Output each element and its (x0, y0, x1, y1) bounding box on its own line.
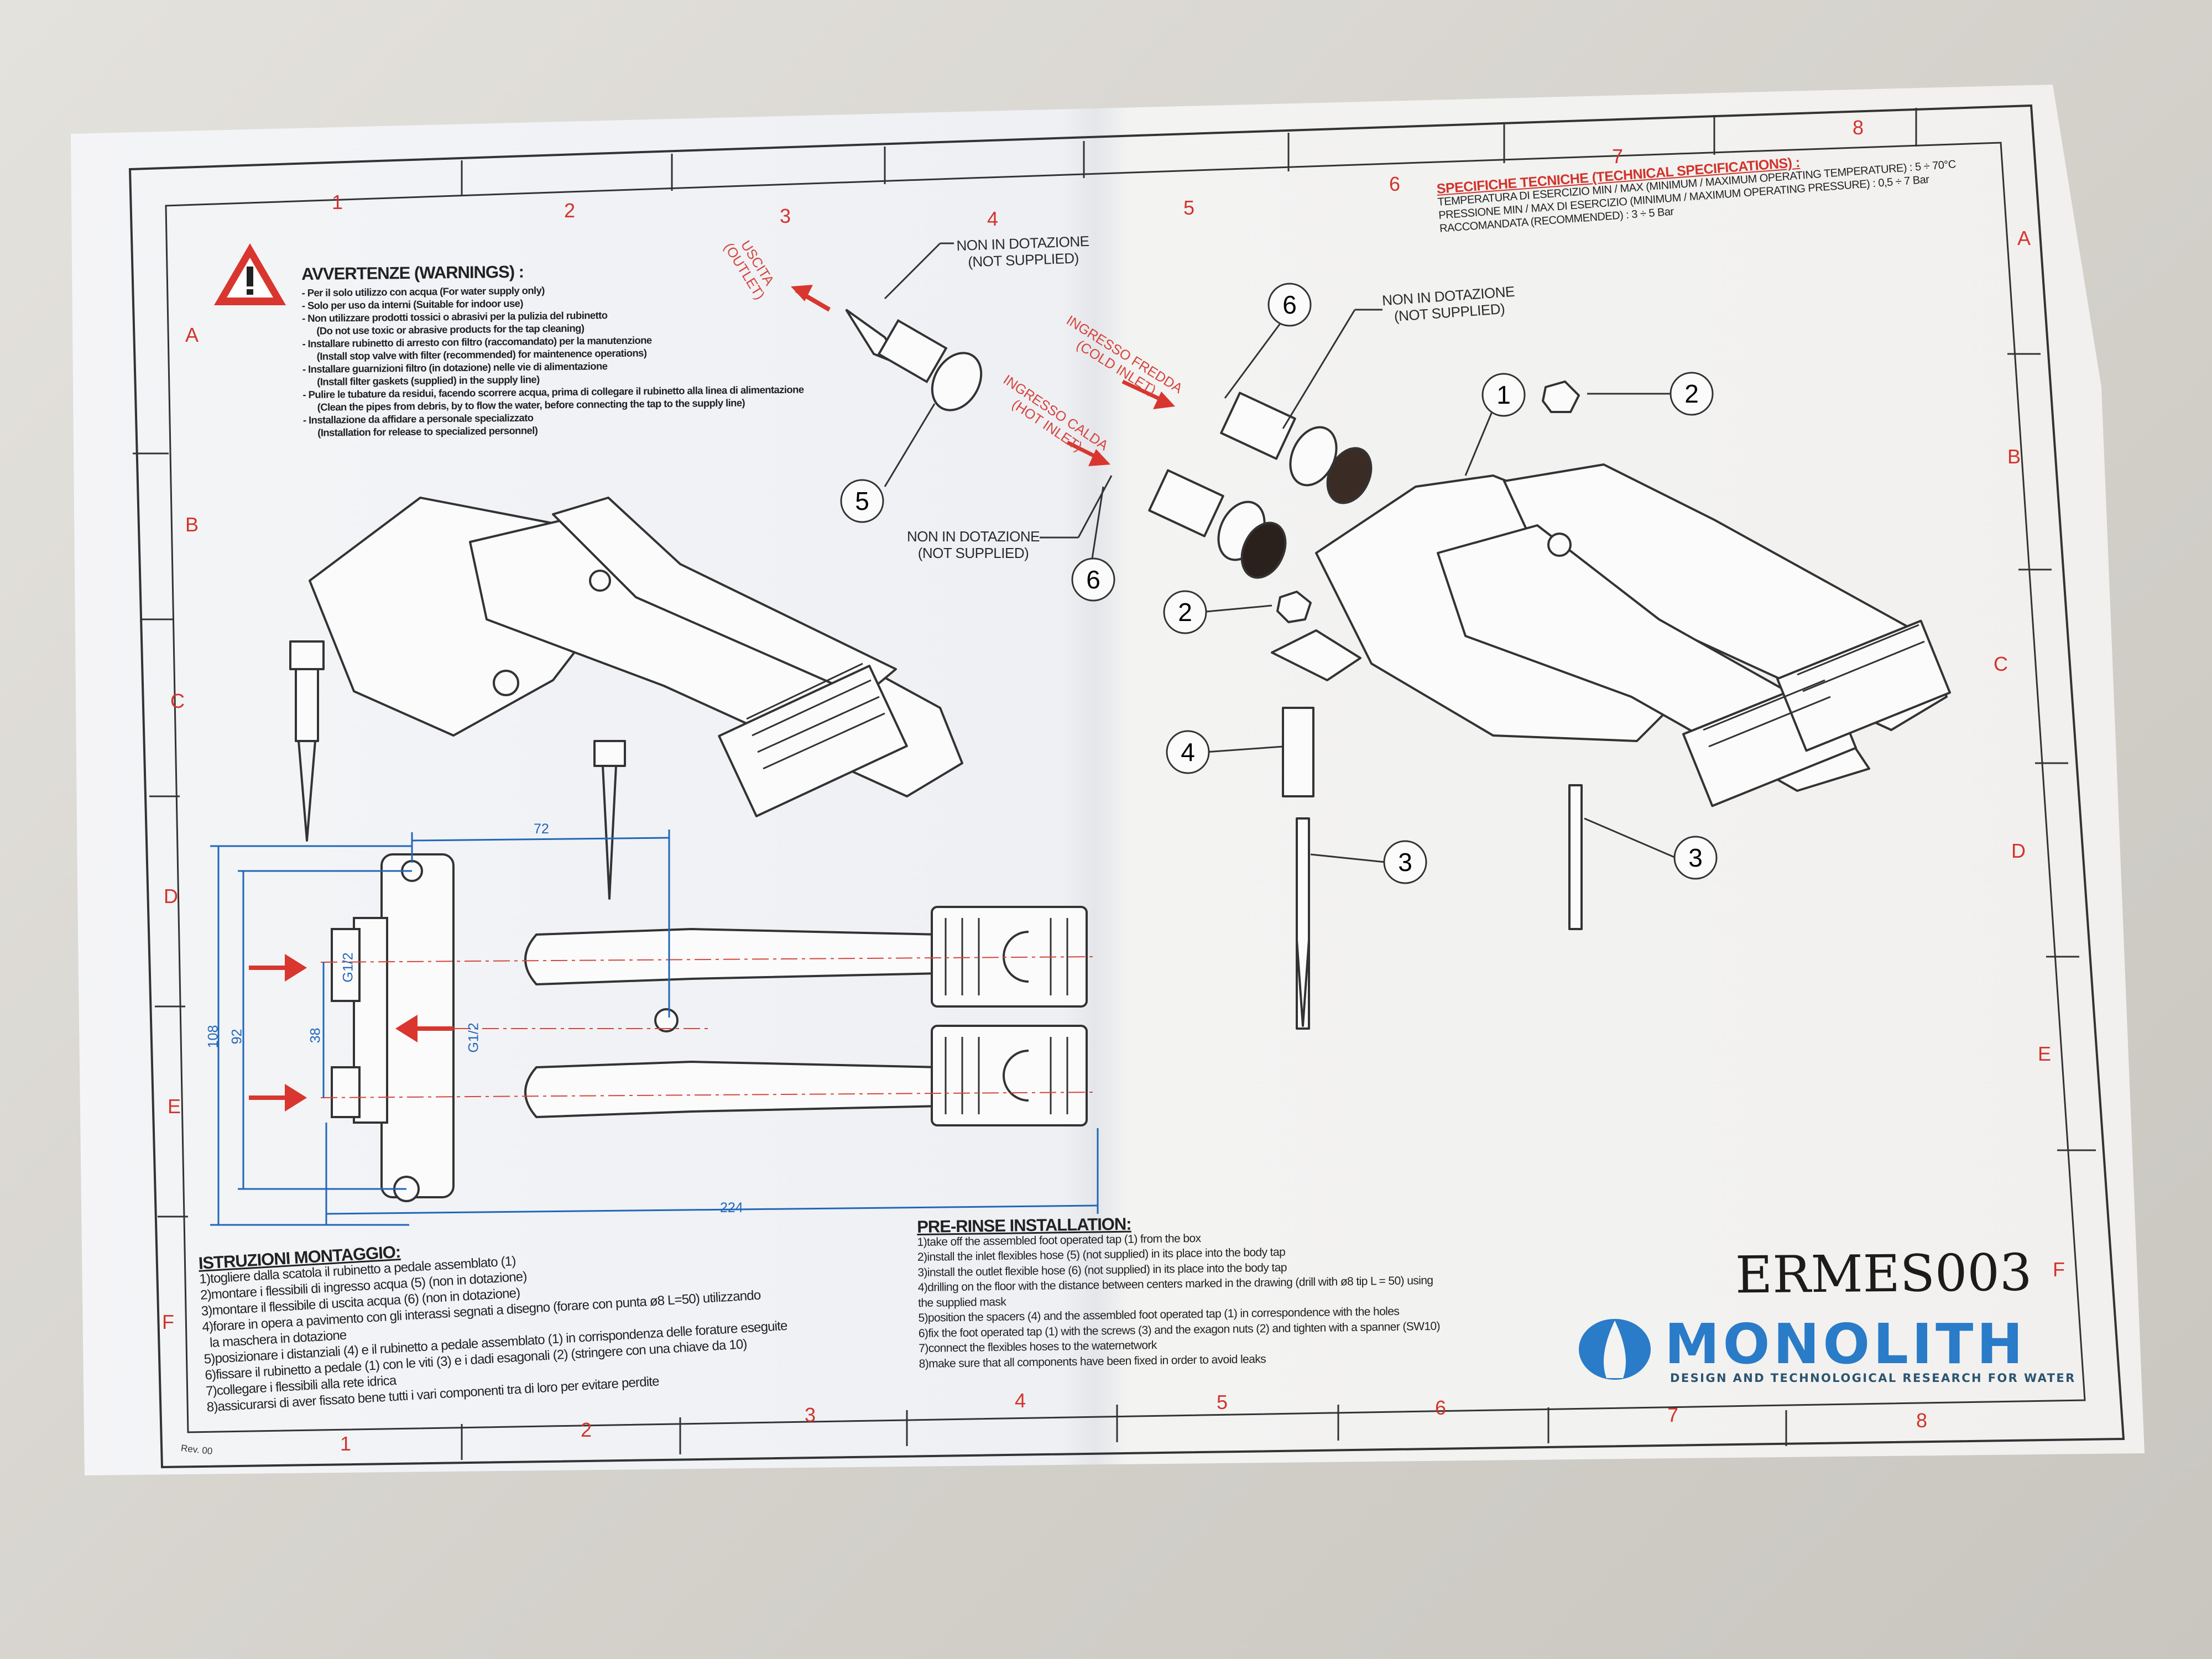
brand-name: MONOLITH (1665, 1312, 2027, 1376)
callout-4: 4 (1166, 730, 1210, 774)
callout-number: 4 (1181, 738, 1195, 766)
grid-row-right: B (2007, 445, 2021, 468)
callout-6-top: 6 (1267, 283, 1312, 327)
assembly-instructions-it: ISTRUZIONI MONTAGGIO: 1)togliere dalla s… (198, 1222, 790, 1415)
drawing-frame (128, 104, 2125, 1469)
grid-row-left: D (164, 885, 178, 907)
grid-row-left: F (162, 1311, 174, 1333)
thread-size-outlet: G1/2 (466, 1022, 482, 1053)
centerlines (320, 956, 1095, 1098)
tap-isometric-left (289, 497, 963, 900)
pre-rinse-installation: PRE-RINSE INSTALLATION: 1)take off the a… (917, 1212, 1441, 1371)
callout-2-right: 2 (1670, 372, 1714, 416)
callout-number: 2 (1684, 379, 1699, 408)
grid-row-right: C (1994, 653, 2008, 675)
grid-col-top: 4 (987, 207, 999, 230)
tap-isometric-right (1148, 380, 1952, 1030)
dimension-108: 108 (205, 1025, 221, 1048)
thread-size-inlet: G1/2 (340, 952, 356, 983)
callout-3-right: 3 (1673, 836, 1718, 880)
callout-number: 6 (1282, 290, 1297, 319)
grid-row-right: E (2038, 1042, 2052, 1065)
grid-row-left: E (168, 1095, 181, 1118)
label-it: NON IN DOTAZIONE (907, 528, 1040, 545)
grid-row-right: D (2011, 839, 2026, 862)
grid-col-top: 6 (1389, 173, 1401, 195)
not-supplied-label-hot: NON IN DOTAZIONE(NOT SUPPLIED) (907, 528, 1040, 561)
label-en: (NOT SUPPLIED) (917, 545, 1029, 561)
flow-arrows-icon (249, 954, 453, 1112)
grid-col-top: 3 (780, 205, 791, 227)
grid-col-bottom: 5 (1217, 1391, 1228, 1413)
monolith-logo-icon (1579, 1319, 1651, 1380)
dimension-38: 38 (307, 1027, 324, 1044)
product-code: ERMES003 (1735, 1243, 2032, 1305)
grid-col-bottom: 8 (1916, 1409, 1928, 1432)
grid-col-bottom: 3 (805, 1404, 816, 1426)
callout-number: 1 (1496, 380, 1511, 409)
outlet-hose-drawing (845, 242, 983, 487)
callout-5: 5 (840, 479, 884, 523)
callout-number: 3 (1688, 843, 1703, 872)
grid-col-bottom: 4 (1015, 1389, 1026, 1412)
grid-col-top: 8 (1853, 116, 1864, 139)
grid-col-top: 5 (1183, 196, 1195, 219)
dimension-92: 92 (229, 1029, 245, 1045)
dimension-224: 224 (720, 1200, 743, 1215)
grid-row-right: F (2053, 1258, 2065, 1281)
grid-row-left: B (185, 513, 199, 536)
callout-2-left: 2 (1163, 590, 1207, 634)
warning-triangle-icon (214, 243, 286, 305)
grid-col-top: 2 (564, 199, 576, 222)
grid-col-bottom: 7 (1667, 1404, 1679, 1426)
grid-row-right: A (2017, 227, 2031, 249)
grid-col-top: 7 (1612, 145, 1624, 168)
grid-col-bottom: 2 (581, 1418, 592, 1441)
grid-row-left: C (170, 690, 185, 712)
callout-number: 6 (1086, 565, 1100, 594)
brand-tagline: DESIGN AND TECHNOLOGICAL RESEARCH FOR WA… (1670, 1371, 2076, 1385)
grid-col-bottom: 6 (1435, 1396, 1447, 1419)
leader-lines (1040, 309, 1676, 863)
grid-col-top: 1 (332, 191, 343, 213)
grid-row-left: A (185, 324, 199, 346)
callout-6-bottom: 6 (1071, 557, 1115, 602)
callout-3-left: 3 (1383, 840, 1427, 884)
callout-number: 5 (855, 487, 869, 515)
warnings-section: AVVERTENZE (WARNINGS) : - Per il solo ut… (301, 259, 804, 439)
not-supplied-label-outlet: NON IN DOTAZIONE(NOT SUPPLIED) (956, 233, 1090, 270)
outlet-arrow-icon (791, 285, 831, 312)
dimension-72: 72 (534, 821, 549, 837)
inlet-arrows-icon (1066, 379, 1175, 466)
callout-number: 3 (1398, 848, 1412, 877)
grid-col-bottom: 1 (340, 1432, 352, 1455)
dimension-lines (210, 830, 1099, 1226)
callout-number: 2 (1178, 598, 1192, 627)
callout-1: 1 (1481, 373, 1526, 417)
